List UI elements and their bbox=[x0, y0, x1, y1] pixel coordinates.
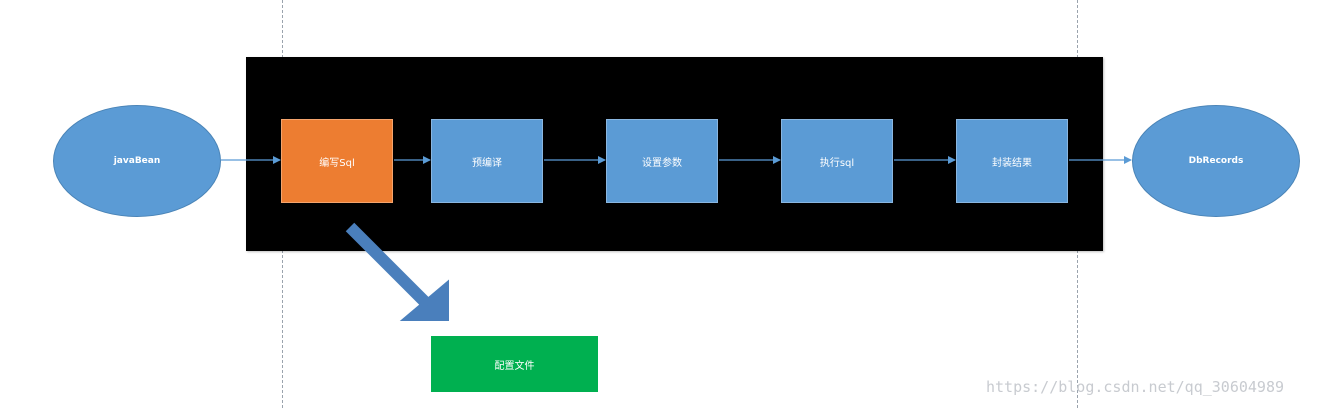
step-precompile: 预编译 bbox=[431, 119, 543, 203]
dbrecords-node: DbRecords bbox=[1132, 105, 1300, 217]
config-file-node: 配置文件 bbox=[431, 336, 598, 392]
step-precompile-label: 预编译 bbox=[472, 157, 502, 169]
step-execute-sql: 执行sql bbox=[781, 119, 893, 203]
step-write-sql-label: 编写Sql bbox=[319, 157, 355, 169]
javabean-node-label: javaBean bbox=[113, 156, 161, 166]
step-write-sql: 编写Sql bbox=[281, 119, 393, 203]
block-arrow-to-config bbox=[345, 222, 449, 321]
step-set-params-label: 设置参数 bbox=[642, 157, 682, 169]
config-file-node-label: 配置文件 bbox=[494, 360, 535, 372]
step-wrap-result-label: 封装结果 bbox=[992, 157, 1032, 169]
step-execute-sql-label: 执行sql bbox=[819, 157, 855, 169]
step-set-params: 设置参数 bbox=[606, 119, 718, 203]
javabean-node: javaBean bbox=[53, 105, 221, 217]
dbrecords-node-label: DbRecords bbox=[1188, 156, 1244, 166]
watermark-text: https://blog.csdn.net/qq_30604989 bbox=[986, 378, 1285, 396]
step-wrap-result: 封装结果 bbox=[956, 119, 1068, 203]
